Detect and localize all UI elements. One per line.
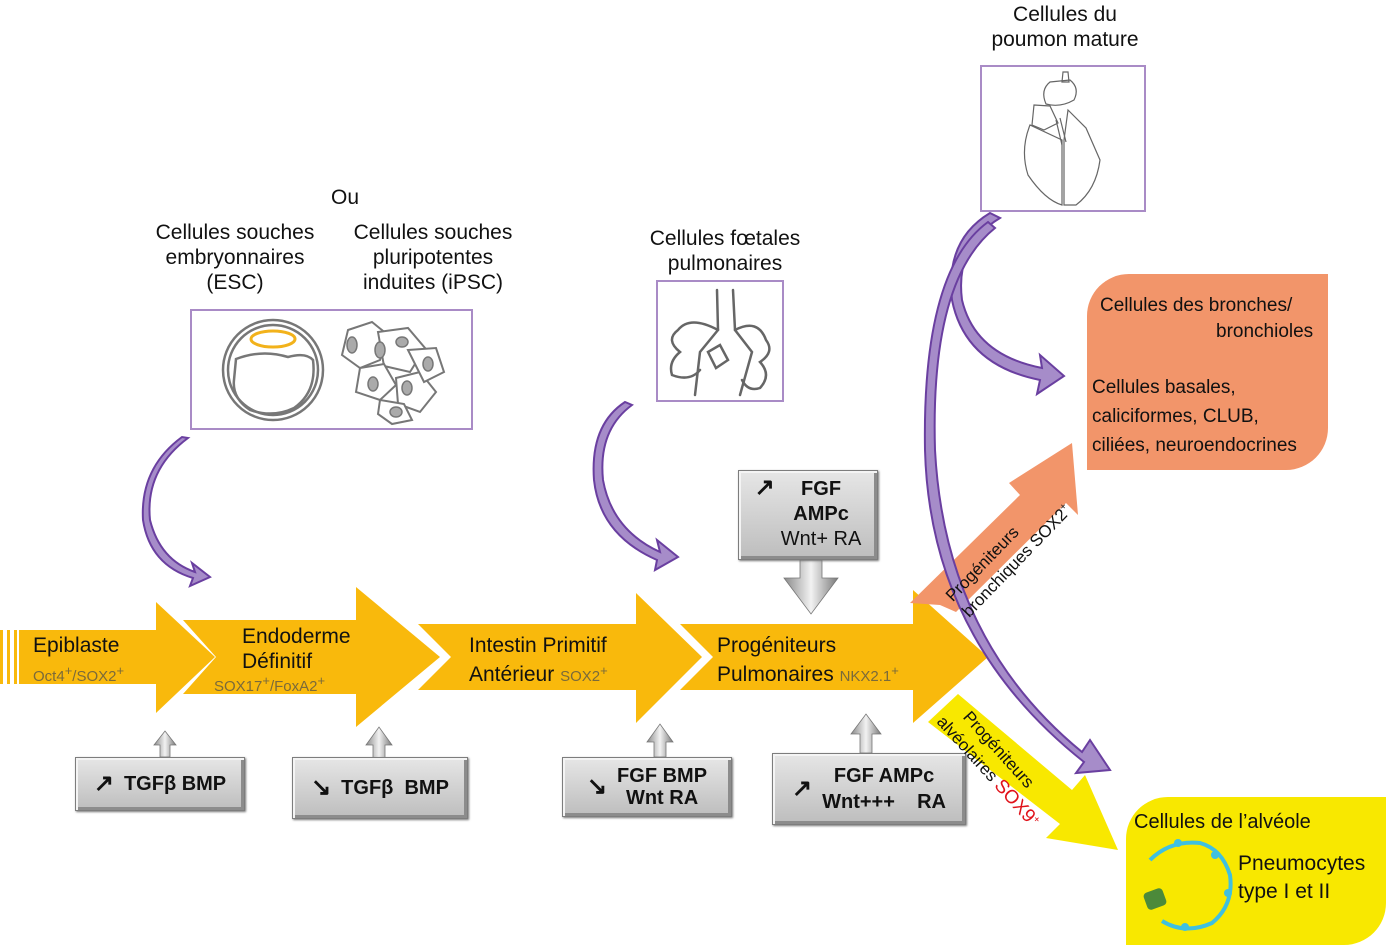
fetal-to-progenitor-arrow [592, 400, 680, 572]
stage-arrow-definitive-endoderm [183, 587, 440, 727]
fetal-label-line: pulmonaires [667, 252, 783, 275]
stage-arrow-epiblast [19, 602, 215, 713]
alveolar-cell-types: Pneumocytes type I et II [1238, 850, 1365, 906]
stage-marker: SOX2+ [560, 663, 608, 685]
stage-marker: Oct4+/SOX2+ [33, 663, 125, 685]
fetal-label-line: Cellules fœtales [649, 227, 801, 250]
stage-title: Epiblaste [33, 634, 120, 657]
cell-type-line: type I et II [1238, 880, 1331, 903]
mature-label-line: Cellules du [1013, 3, 1117, 26]
cell-type-line: Pneumocytes [1238, 852, 1366, 875]
alveolar-progenitor-arrow [928, 694, 1118, 850]
esc-label-line: Cellules souches [155, 221, 315, 244]
stage-anterior-foregut: Intestin Primitif Antérieur SOX2+ [469, 633, 608, 689]
signal-up-arrow [646, 723, 674, 758]
signal-box-definitive-endoderm: ↘ TGFβ BMP [292, 757, 468, 819]
alveolar-cells-panel [1126, 797, 1386, 945]
cell-type-line: Cellules basales, [1092, 377, 1236, 398]
mature-lung-box [980, 65, 1146, 212]
downregulate-arrow-icon: ↘ [586, 773, 608, 800]
signal-text: TGFβ BMP [341, 777, 449, 799]
mature-to-alveolar-arrow [923, 220, 1112, 775]
esc-ipsc-to-epiblast-arrow [141, 435, 212, 588]
signal-up-arrow [365, 726, 393, 761]
blastocyst-icon [221, 318, 325, 422]
epiblast-bar-stripe [7, 630, 10, 684]
alveolus-icon [1143, 839, 1233, 931]
stage-title: Définitif [242, 650, 313, 673]
stage-title: Progéniteurs [717, 634, 837, 657]
upregulate-arrow-icon: ↗ [754, 474, 775, 501]
or-label: Ou [330, 186, 359, 209]
stage-title: Endoderme [242, 625, 351, 648]
stage-arrow-anterior-foregut [418, 593, 702, 723]
stage-definitive-endoderm: Endoderme Définitif SOX17+/FoxA2+ [214, 624, 351, 699]
signal-box-epiblast: ↗ TGFβ BMP [75, 757, 245, 811]
stage-lung-progenitors: Progéniteurs Pulmonaires NKX2.1+ [717, 633, 899, 689]
bronchial-title-2: bronchioles [1216, 321, 1314, 342]
epiblast-bar-stripe [0, 630, 3, 684]
ipsc-cluster-icon [340, 320, 446, 426]
upregulate-arrow-icon: ↗ [93, 770, 114, 797]
stage-title-line: Pulmonaires NKX2.1+ [717, 663, 899, 686]
fetal-lung-icon [669, 288, 771, 397]
stage-title-line: Antérieur SOX2+ [469, 663, 608, 686]
bronchial-cells-panel [1087, 274, 1328, 470]
ipsc-label-line: pluripotentes [372, 246, 494, 269]
alveolar-title: Cellules de l’alvéole [1134, 811, 1311, 833]
mature-lung-icon [1023, 71, 1101, 206]
stage-flow [0, 587, 988, 727]
esc-label-line: (ESC) [206, 271, 264, 294]
stage-arrow-lung-progenitors [680, 590, 988, 723]
fetal-lung-label: Cellules fœtales pulmonaires [625, 226, 825, 276]
mature-lung-label: Cellules du poumon mature [960, 2, 1170, 52]
ipsc-label: Cellules souches pluripotentes induites … [335, 220, 531, 295]
signal-up-arrow [153, 730, 177, 758]
purple-arrows [141, 211, 1112, 775]
upregulate-arrow-icon: ↗ [791, 775, 813, 802]
stage-marker: SOX17+/FoxA2+ [214, 673, 326, 695]
esc-label: Cellules souches embryonnaires (ESC) [130, 220, 340, 295]
signal-text: TGFβ BMP [123, 773, 227, 795]
ipsc-label-line: induites (iPSC) [362, 271, 504, 294]
bronchial-cell-types: Cellules basales, caliciformes, CLUB, ci… [1092, 373, 1297, 460]
ipsc-label-line: Cellules souches [353, 221, 513, 244]
bronchial-title: Cellules des bronches/ [1100, 295, 1293, 316]
downregulate-arrow-icon: ↘ [311, 774, 332, 801]
fetal-lung-box [656, 280, 784, 402]
signal-down-arrow [783, 559, 839, 615]
stage-title: Intestin Primitif [469, 634, 607, 657]
cell-type-line: caliciformes, CLUB, [1092, 406, 1259, 427]
esc-label-line: embryonnaires [165, 246, 305, 269]
signal-up-arrow [850, 713, 882, 754]
stage-epiblast: Epiblaste Oct4+/SOX2+ [33, 633, 124, 689]
epiblast-bar-stripe [14, 630, 17, 684]
mature-label-line: poumon mature [991, 28, 1139, 51]
stage-marker: NKX2.1+ [839, 663, 899, 685]
cell-type-line: ciliées, neuroendocrines [1092, 435, 1297, 456]
